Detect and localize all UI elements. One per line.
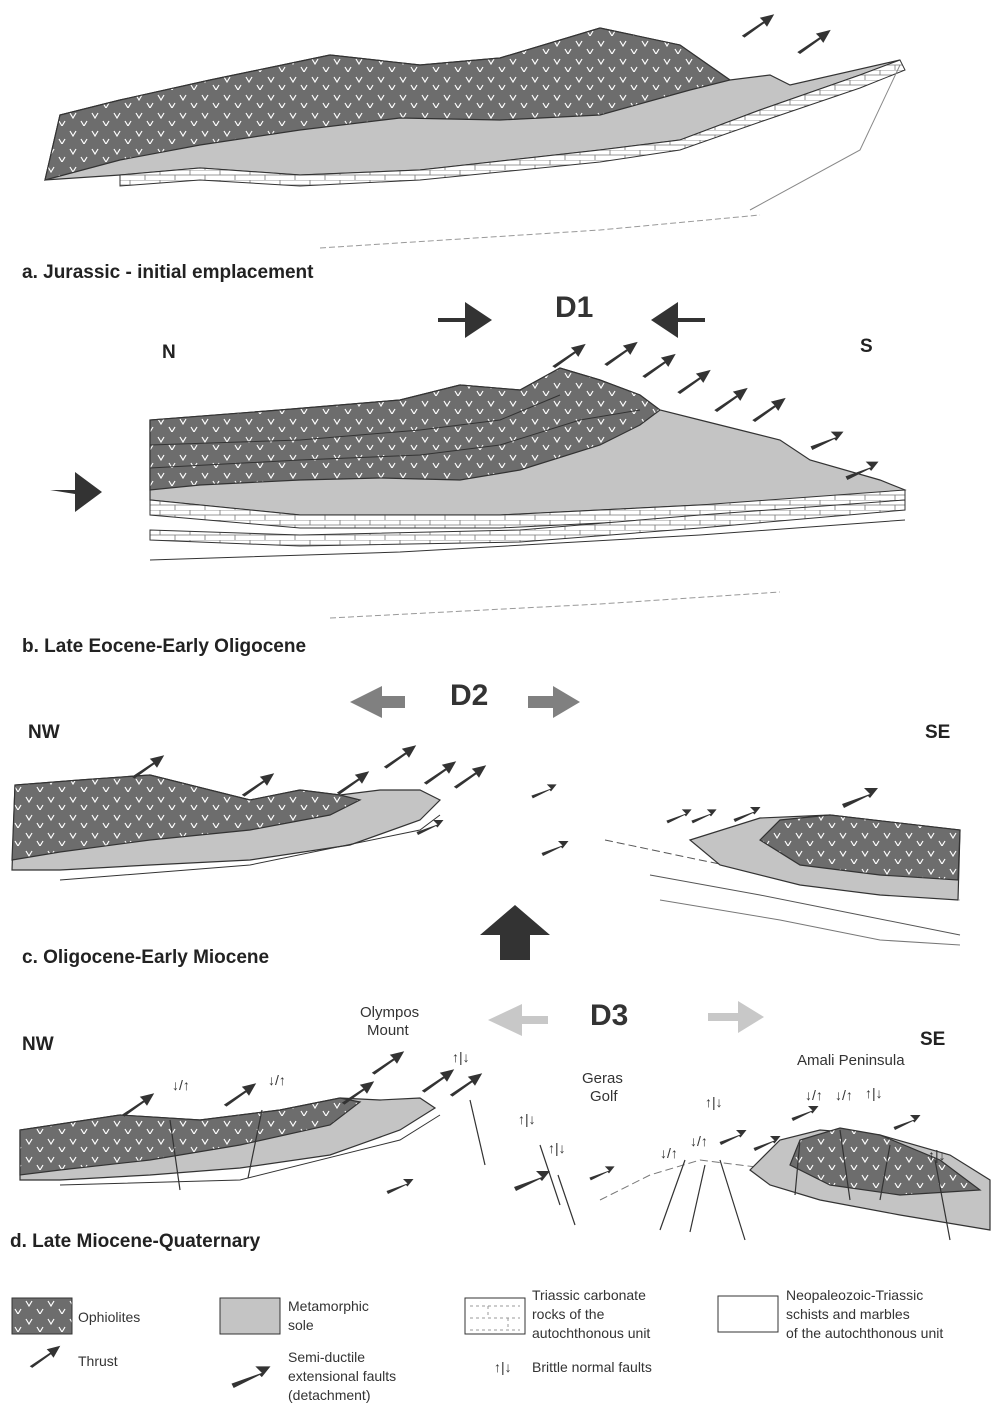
compression-arrow-icon: [651, 302, 705, 338]
legend-triassic-line1: Triassic carbonate: [532, 1287, 646, 1303]
legend-neo-line1: Neopaleozoic-Triassic: [786, 1287, 923, 1303]
thrust-arrow-icon: [422, 1069, 454, 1092]
thrust-arrow-icon: [372, 1051, 404, 1074]
svg-text:↓/↑: ↓/↑: [835, 1087, 853, 1103]
thrust-arrow-icon: [811, 432, 844, 450]
phase-label-d1: D1: [555, 291, 593, 324]
compression-arrow-icon: [438, 302, 492, 338]
legend-brittle-icon: ↑|↓: [494, 1359, 512, 1375]
legend-semi-line1: Semi-ductile: [288, 1349, 365, 1365]
place-olympos-line2: Mount: [367, 1022, 410, 1039]
legend-triassic-line3: autochthonous unit: [532, 1325, 650, 1341]
phase-label-d2: D2: [450, 679, 488, 712]
compass-southeast-d: SE: [920, 1029, 945, 1050]
detachment-icon: [842, 788, 878, 808]
thrust-arrow-icon: [552, 344, 585, 368]
legend-neo-line2: schists and marbles: [786, 1306, 910, 1322]
thrust-arrow-icon: [122, 1093, 154, 1116]
thrust-arrow-icon: [797, 30, 830, 54]
panel-b-section: [50, 302, 905, 618]
panel-c-section: [12, 686, 960, 960]
thrust-arrow-icon: [384, 745, 416, 768]
detachment-icon: [666, 809, 691, 823]
extension-arrow-icon: [350, 686, 405, 718]
thrust-arrow-icon: [752, 398, 785, 422]
thrust-arrow-icon: [677, 370, 710, 394]
detachment-icon: [531, 784, 556, 798]
legend-triassic-line2: rocks of the: [532, 1306, 605, 1322]
detachment-icon: [894, 1115, 921, 1130]
thrust-arrow-icon: [450, 1073, 482, 1096]
detachment-icon: [514, 1171, 550, 1191]
compass-southeast: SE: [925, 722, 950, 743]
legend-neo-line3: of the autochthonous unit: [786, 1325, 943, 1341]
svg-text:↑|↓: ↑|↓: [865, 1085, 883, 1101]
extension-arrow-icon: [528, 686, 580, 718]
detachment-icon: [720, 1130, 747, 1145]
svg-text:↑|↓: ↑|↓: [518, 1111, 536, 1127]
place-amali: Amali Peninsula: [797, 1052, 905, 1069]
legend-semi-line3: (detachment): [288, 1387, 370, 1403]
panel-d-section: ↓/↑ ↓/↑ ↑|↓ ↑|↓ ↑|↓ ↑|↓ ↓/↑ ↓/↑ ↓/↑ ↓/↑ …: [20, 1001, 990, 1240]
svg-text:↑|↓: ↑|↓: [452, 1049, 470, 1065]
svg-text:↓/↑: ↓/↑: [805, 1087, 823, 1103]
svg-text:↓/↑: ↓/↑: [268, 1072, 286, 1088]
thrust-arrow-icon: [714, 388, 747, 412]
legend-thrust: Thrust: [78, 1353, 118, 1369]
thrust-arrow-icon: [604, 342, 637, 366]
detachment-icon: [691, 809, 716, 823]
compression-arrow-icon: [50, 472, 102, 512]
compass-south: S: [860, 336, 873, 357]
detachment-icon: [542, 841, 569, 856]
panel-d-title: d. Late Miocene-Quaternary: [10, 1231, 261, 1252]
thrust-arrow-icon: [337, 771, 369, 794]
extension-arrow-icon: [488, 1004, 548, 1036]
thrust-arrow-icon: [224, 1083, 256, 1106]
legend-swatch-sole: [220, 1298, 280, 1334]
svg-text:↑|↓: ↑|↓: [928, 1147, 946, 1163]
svg-text:↑|↓: ↑|↓: [705, 1094, 723, 1110]
uplift-arrow-icon: [480, 905, 550, 960]
legend-brittle: Brittle normal faults: [532, 1359, 652, 1375]
legend-semi-line2: extensional faults: [288, 1368, 396, 1384]
thrust-arrow-icon: [242, 773, 274, 796]
extension-arrow-icon: [708, 1001, 764, 1033]
thrust-arrow-icon: [424, 761, 456, 784]
legend-swatch-triassic: [465, 1298, 525, 1334]
legend-thrust-icon: [30, 1346, 61, 1368]
panel-a-section: [45, 14, 905, 248]
legend-ophiolites: Ophiolites: [78, 1309, 140, 1325]
legend-detachment-icon: [232, 1366, 271, 1388]
legend-swatch-neopaleozoic: [718, 1296, 778, 1332]
detachment-icon: [589, 1166, 614, 1180]
compass-north: N: [162, 342, 176, 363]
detachment-icon: [387, 1179, 414, 1194]
legend: Ophiolites Metamorphic sole Triassic car…: [12, 1287, 943, 1403]
svg-text:↓/↑: ↓/↑: [660, 1145, 678, 1161]
compass-northwest-d: NW: [22, 1034, 54, 1055]
svg-text:↑|↓: ↑|↓: [548, 1140, 566, 1156]
place-geras-line1: Geras: [582, 1070, 623, 1087]
legend-metamorphic-line1: Metamorphic: [288, 1298, 369, 1314]
detachment-icon: [792, 1106, 819, 1121]
panel-a-title: a. Jurassic - initial emplacement: [22, 262, 314, 283]
legend-swatch-ophiolites: [12, 1298, 72, 1334]
place-geras-line2: Golf: [590, 1088, 618, 1105]
thrust-arrow-icon: [742, 14, 774, 37]
phase-label-d3: D3: [590, 999, 628, 1032]
place-olympos-line1: Olympos: [360, 1004, 419, 1021]
compass-northwest: NW: [28, 722, 60, 743]
thrust-arrow-icon: [642, 354, 675, 378]
svg-text:↓/↑: ↓/↑: [172, 1077, 190, 1093]
panel-c-title: c. Oligocene-Early Miocene: [22, 947, 269, 968]
svg-text:↓/↑: ↓/↑: [690, 1133, 708, 1149]
thrust-arrow-icon: [454, 765, 486, 788]
panel-b-title: b. Late Eocene-Early Oligocene: [22, 636, 306, 657]
legend-metamorphic-line2: sole: [288, 1317, 314, 1333]
